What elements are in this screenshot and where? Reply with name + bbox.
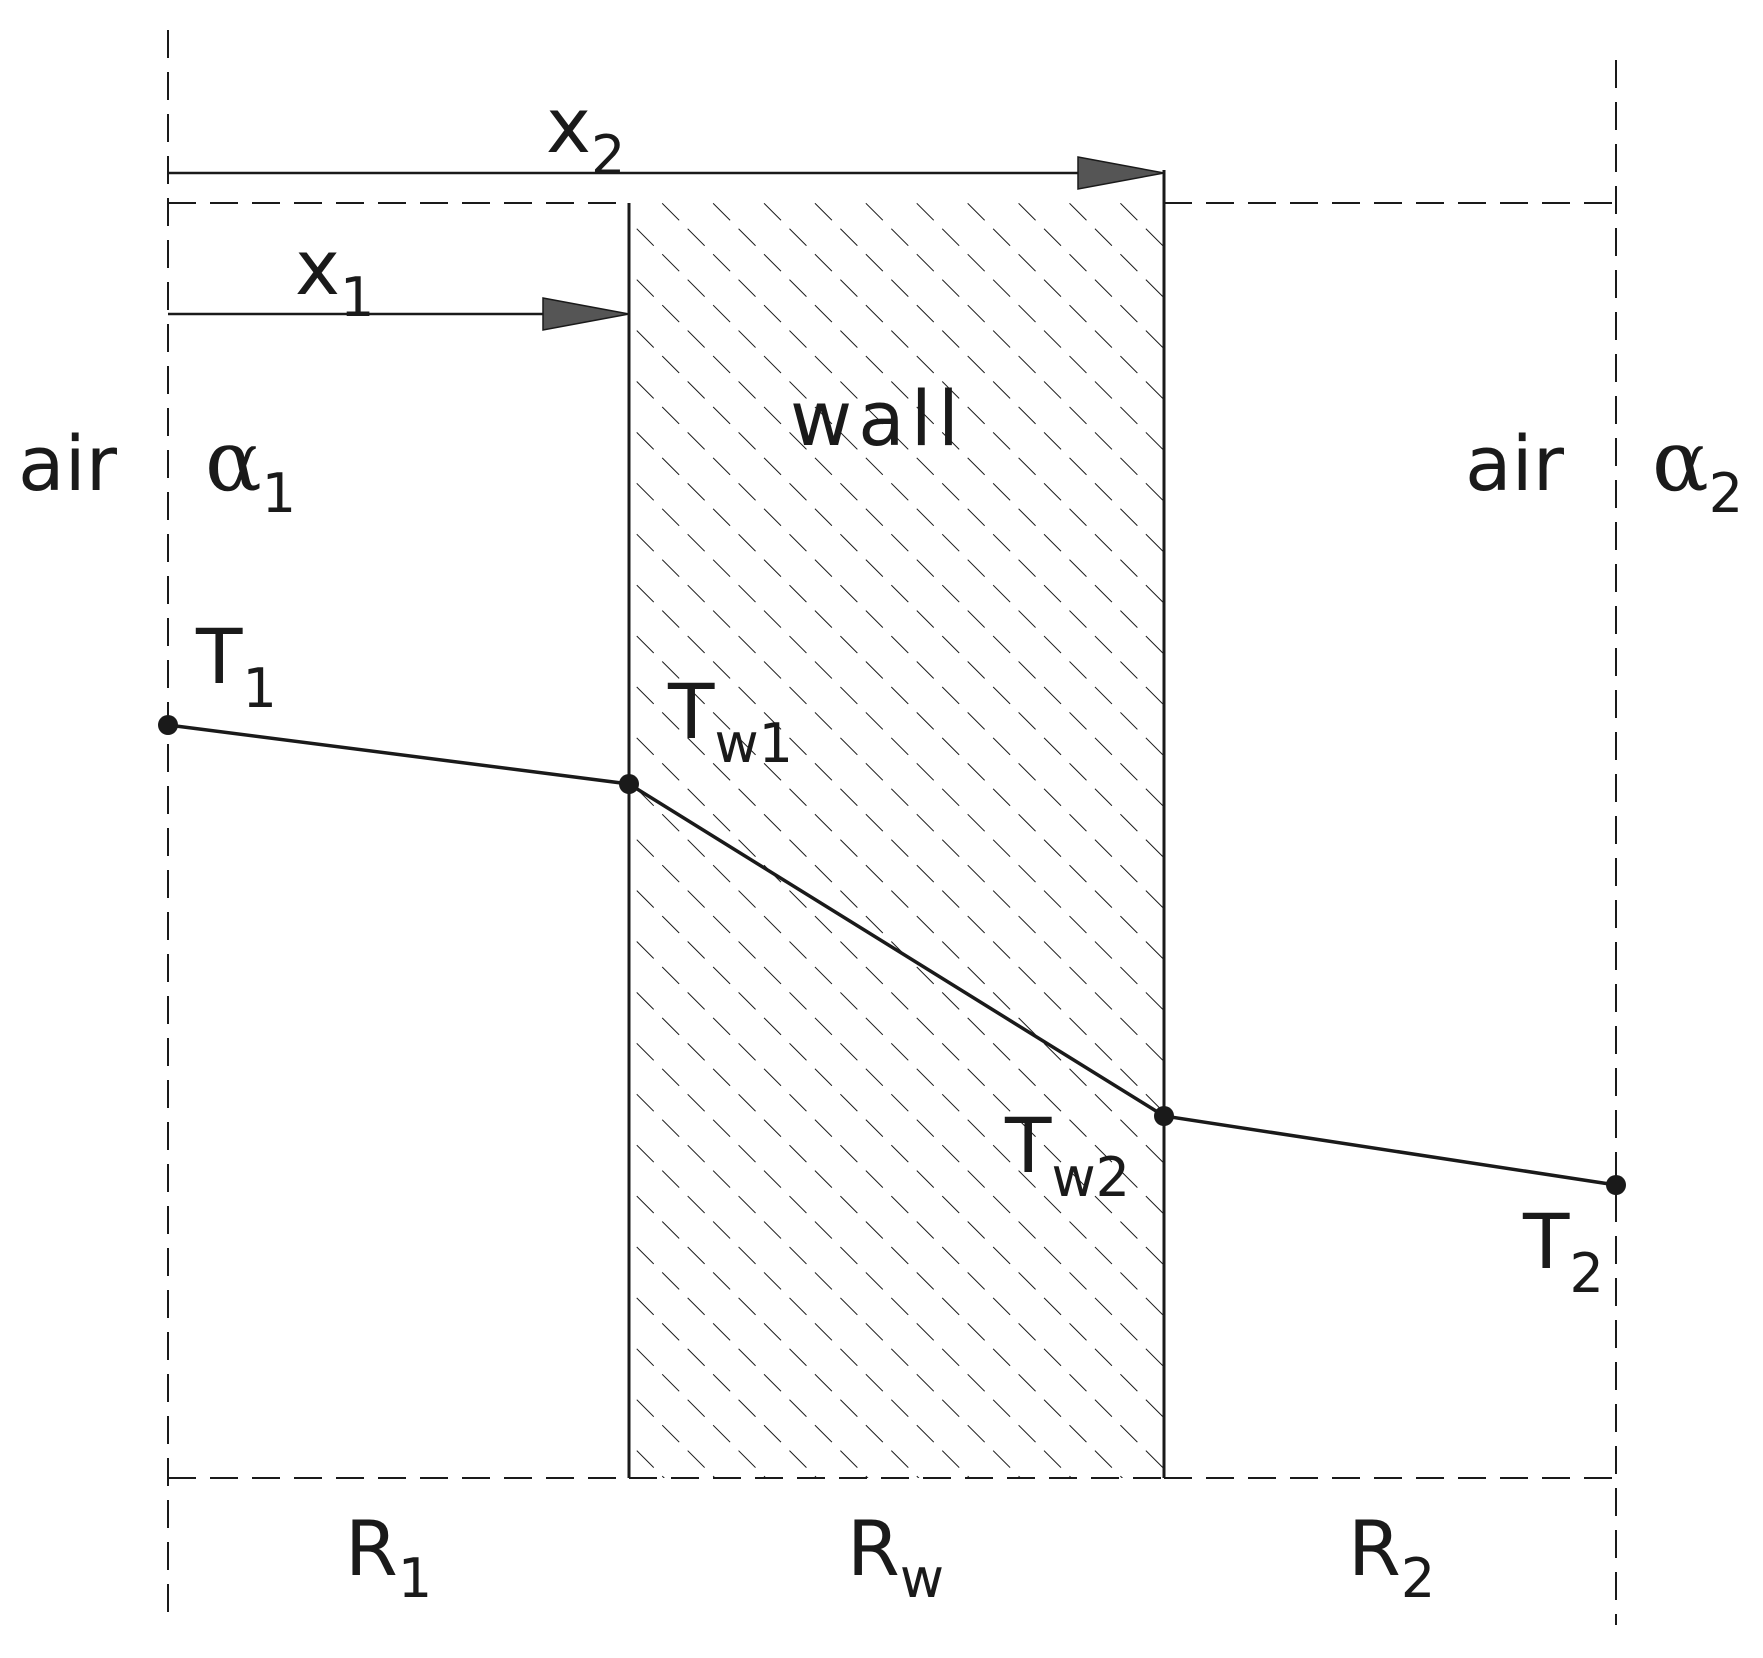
- tw2-point: [1154, 1106, 1174, 1126]
- alpha2-label: α2: [1652, 412, 1743, 525]
- x1-label: x1: [295, 223, 374, 329]
- temperature-profile-line: [167, 723, 1617, 1187]
- t1-label: T1: [195, 612, 277, 720]
- x1-arrowhead: [542, 297, 630, 331]
- tw1-point: [619, 774, 639, 794]
- tw2-label: Tw2: [1004, 1101, 1130, 1209]
- x2-arrowhead: [1077, 156, 1165, 190]
- x2-label: x2: [546, 81, 625, 187]
- r1-label: R1: [345, 1504, 432, 1610]
- rw-label: Rw: [847, 1504, 944, 1610]
- air-right-label: air: [1465, 419, 1565, 508]
- tw1-label: Tw1: [667, 667, 793, 775]
- t2-point: [1606, 1175, 1626, 1195]
- t2-label: T2: [1522, 1197, 1604, 1305]
- air-left-label: air: [18, 419, 118, 508]
- alpha1-label: α1: [205, 412, 296, 525]
- r2-label: R2: [1348, 1504, 1435, 1610]
- t1-point: [158, 715, 178, 735]
- wall-label: wall: [790, 374, 965, 463]
